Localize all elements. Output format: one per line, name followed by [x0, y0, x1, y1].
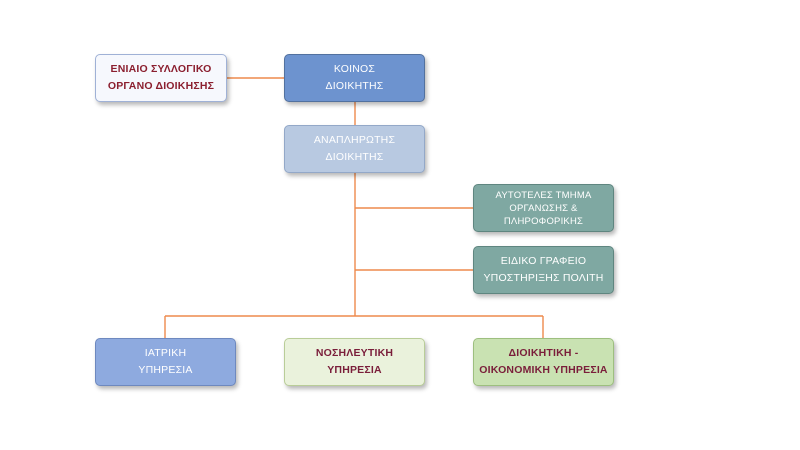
- node-label: ΕΙΔΙΚΟ ΓΡΑΦΕΙΟ ΥΠΟΣΤΗΡΙΞΗΣ ΠΟΛΙΤΗ: [483, 255, 604, 284]
- node-admin-finance-service: ΔΙΟΙΚΗΤΙΚΗ - ΟΙΚΟΝΟΜΙΚΗ ΥΠΗΡΕΣΙΑ: [473, 338, 614, 386]
- node-organization-it: ΑΥΤΟΤΕΛΕΣ ΤΜΗΜΑ ΟΡΓΑΝΩΣΗΣ & ΠΛΗΡΟΦΟΡΙΚΗΣ: [473, 184, 614, 232]
- node-label: ΔΙΟΙΚΗΤΙΚΗ - ΟΙΚΟΝΟΜΙΚΗ ΥΠΗΡΕΣΙΑ: [479, 347, 608, 376]
- node-citizen-support: ΕΙΔΙΚΟ ΓΡΑΦΕΙΟ ΥΠΟΣΤΗΡΙΞΗΣ ΠΟΛΙΤΗ: [473, 246, 614, 294]
- node-label: ΚΟΙΝΟΣ ΔΙΟΙΚΗΤΗΣ: [325, 63, 384, 92]
- node-label: ΕΝΙΑΙΟ ΣΥΛΛΟΓΙΚΟ ΟΡΓΑΝΟ ΔΙΟΙΚΗΣΗΣ: [107, 63, 215, 92]
- node-director: ΚΟΙΝΟΣ ΔΙΟΙΚΗΤΗΣ: [284, 54, 425, 102]
- node-medical-service: ΙΑΤΡΙΚΗ ΥΠΗΡΕΣΙΑ: [95, 338, 236, 386]
- node-unified-board: ΕΝΙΑΙΟ ΣΥΛΛΟΓΙΚΟ ΟΡΓΑΝΟ ΔΙΟΙΚΗΣΗΣ: [95, 54, 227, 102]
- node-label: ΝΟΣΗΛΕΥΤΙΚΗ ΥΠΗΡΕΣΙΑ: [315, 347, 394, 376]
- node-nursing-service: ΝΟΣΗΛΕΥΤΙΚΗ ΥΠΗΡΕΣΙΑ: [284, 338, 425, 386]
- node-label: ΑΝΑΠΛΗΡΩΤΗΣ ΔΙΟΙΚΗΤΗΣ: [313, 134, 396, 163]
- node-label: ΑΥΤΟΤΕΛΕΣ ΤΜΗΜΑ ΟΡΓΑΝΩΣΗΣ & ΠΛΗΡΟΦΟΡΙΚΗΣ: [495, 189, 592, 227]
- node-label: ΙΑΤΡΙΚΗ ΥΠΗΡΕΣΙΑ: [138, 347, 193, 376]
- node-deputy-director: ΑΝΑΠΛΗΡΩΤΗΣ ΔΙΟΙΚΗΤΗΣ: [284, 125, 425, 173]
